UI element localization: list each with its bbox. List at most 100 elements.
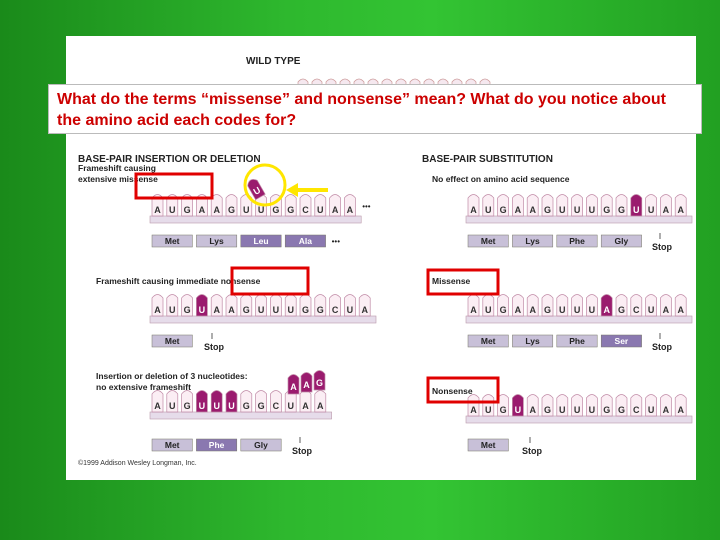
mrna-base	[358, 294, 371, 317]
mrna-base	[240, 390, 253, 413]
base-letter: U	[559, 205, 566, 215]
base-letter: A	[515, 205, 522, 215]
stop-label: Stop	[652, 242, 672, 252]
stop-label: Stop	[204, 342, 224, 352]
mrna-base	[329, 294, 341, 317]
mrna-base	[482, 194, 495, 217]
base-letter: A	[663, 205, 670, 215]
mrna-base	[181, 390, 193, 413]
base-letter: U	[258, 205, 265, 215]
right-section-title: BASE-PAIR SUBSTITUTION	[422, 154, 553, 165]
question-text: What do the terms “missense” and nonsens…	[48, 84, 702, 134]
mrna-backbone	[465, 215, 693, 224]
base-letter: A	[603, 305, 610, 315]
mrna-base	[600, 194, 613, 217]
mrna-base	[467, 394, 480, 417]
amino-acid-label: Phe	[209, 440, 225, 450]
mrna-base	[571, 394, 583, 417]
base-letter: U	[213, 401, 220, 411]
mrna-base	[166, 390, 179, 413]
base-letter: A	[677, 405, 684, 415]
amino-acid-box	[196, 234, 238, 248]
mrna-base	[645, 194, 657, 217]
base-letter: A	[529, 405, 536, 415]
mrna-base	[630, 194, 643, 217]
mrna-backbone	[149, 315, 377, 324]
base-letter: U	[648, 205, 655, 215]
base-letter: U	[287, 401, 294, 411]
base-letter: A	[663, 305, 670, 315]
base-letter: U	[589, 305, 596, 315]
wild-type-title: WILD TYPE	[246, 56, 301, 67]
mrna-base	[166, 294, 179, 317]
amino-continuation-dots: •••	[332, 237, 341, 246]
base-letter: C	[633, 305, 640, 315]
base-letter: G	[184, 401, 191, 411]
base-letter: G	[603, 405, 610, 415]
base-letter: C	[302, 205, 309, 215]
base-letter: A	[470, 405, 477, 415]
mrna-base	[151, 294, 164, 317]
base-letter: U	[648, 305, 655, 315]
amino-acid-box	[600, 334, 642, 348]
base-letter: A	[302, 401, 309, 411]
base-letter: A	[228, 305, 235, 315]
mrna-base	[630, 294, 643, 317]
mrna-base	[556, 394, 569, 417]
base-letter: A	[154, 401, 161, 411]
mrna-base	[615, 394, 628, 417]
amino-acid-label: Met	[481, 336, 496, 346]
base-letter: G	[544, 405, 551, 415]
base-letter: U	[559, 405, 566, 415]
amino-acid-label: Met	[165, 236, 180, 246]
mrna-base	[181, 294, 193, 317]
red-box-immediate-nonsense	[230, 266, 310, 296]
amino-acid-label: Phe	[569, 336, 585, 346]
base-letter: A	[470, 305, 477, 315]
base-letter: U	[243, 205, 250, 215]
base-letter: G	[603, 205, 610, 215]
panel-caption: Nonsense	[432, 386, 473, 396]
yellow-arrow-head	[286, 183, 298, 197]
base-letter: G	[272, 205, 279, 215]
base-letter: A	[154, 305, 161, 315]
amino-acid-box	[196, 438, 238, 452]
base-letter: G	[500, 205, 507, 215]
mrna-base	[467, 194, 480, 217]
base-letter: A	[154, 205, 161, 215]
base-letter: U	[199, 305, 206, 315]
mrna-base	[556, 294, 569, 317]
mrna-base	[255, 390, 267, 413]
panel-caption: Frameshift causing	[78, 163, 156, 173]
base-letter: C	[332, 305, 339, 315]
base-letter: A	[470, 205, 477, 215]
base-letter: U	[633, 205, 640, 215]
mrna-base	[210, 390, 223, 413]
base-letter: G	[243, 401, 250, 411]
mrna-base	[660, 294, 672, 317]
mrna-base	[645, 394, 657, 417]
mrna-base	[571, 194, 583, 217]
inserted-base-letter: U	[252, 185, 263, 197]
base-letter: G	[544, 305, 551, 315]
mrna-base	[541, 394, 554, 417]
mrna-base	[497, 194, 509, 217]
base-letter: G	[243, 305, 250, 315]
mrna-base	[556, 194, 569, 217]
mrna-backbone	[149, 411, 332, 420]
panel-caption: No effect on amino acid sequence	[432, 174, 570, 184]
mrna-base	[615, 294, 628, 317]
base-letter: G	[618, 205, 625, 215]
base-letter: A	[332, 205, 339, 215]
amino-acid-box	[467, 438, 509, 452]
base-letter: G	[258, 401, 265, 411]
amino-acid-box	[284, 234, 326, 248]
base-letter: G	[287, 205, 294, 215]
mrna-base	[615, 194, 628, 217]
mrna-base	[660, 194, 672, 217]
mrna-backbone	[465, 415, 693, 424]
